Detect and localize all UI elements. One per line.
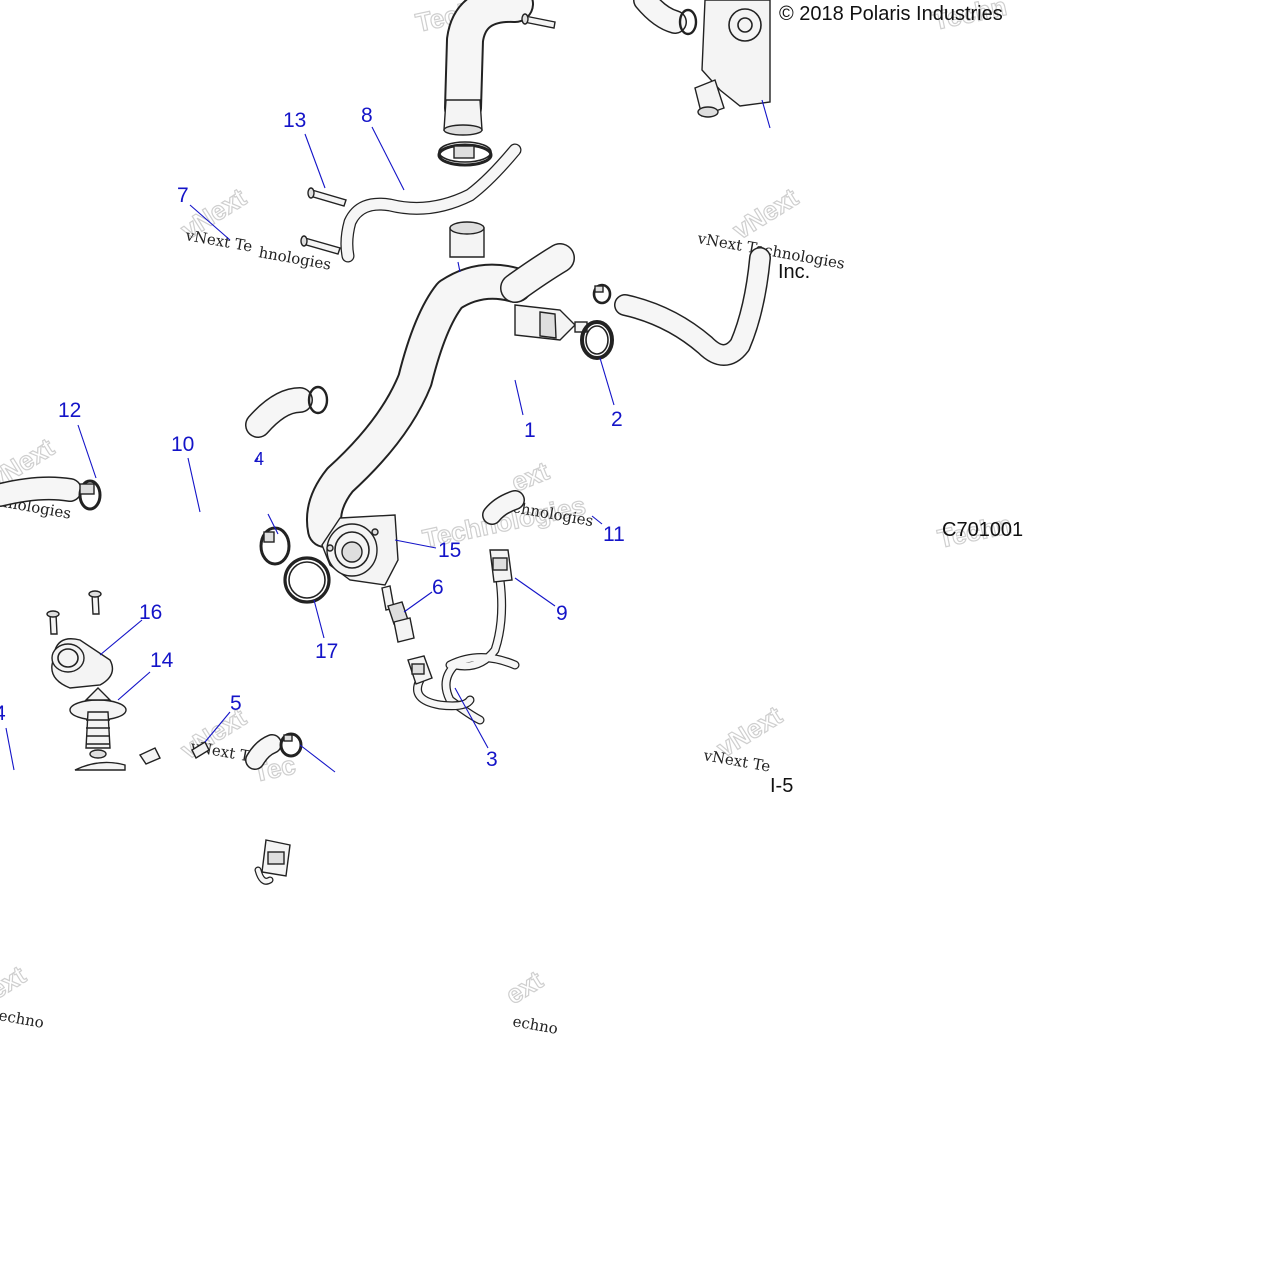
leader-17 <box>313 599 325 639</box>
callout-15: 15 <box>438 539 461 562</box>
callout-12: 12 <box>58 399 81 422</box>
diagram-code: C701001 <box>942 519 1023 541</box>
leader-9 <box>514 577 556 607</box>
watermark-fragment: echno <box>511 1012 559 1038</box>
o-ring-2 <box>580 320 614 360</box>
temperature-sensor-6 <box>381 585 415 643</box>
bolts-16 <box>46 590 102 635</box>
leader-2 <box>599 357 615 406</box>
housing-fragment-bottom <box>74 747 161 771</box>
leader-16 <box>99 619 143 656</box>
leader-5b <box>299 744 336 773</box>
page-marker: I-5 <box>770 775 793 797</box>
callout-3: 3 <box>486 748 498 771</box>
callout-4-partial: 4 <box>254 449 264 469</box>
leader-11 <box>591 515 603 525</box>
thermostat-neck-top <box>449 221 485 258</box>
callout-17: 17 <box>315 640 338 663</box>
leader-5 <box>204 711 231 743</box>
callout-14: 14 <box>150 649 174 672</box>
clamp-12 <box>0 476 102 511</box>
hose-8 <box>340 143 522 263</box>
bolts-13 <box>300 187 347 255</box>
thermostat-14 <box>69 687 127 759</box>
callout-1: 1 <box>524 419 536 442</box>
o-ring-17 <box>283 556 331 604</box>
clamp-small <box>592 283 612 305</box>
hose-clamp-upper <box>437 141 493 167</box>
callout-5: 5 <box>230 692 242 715</box>
callout-11: 11 <box>603 523 625 546</box>
hose-1 <box>306 243 575 548</box>
hose-end-top <box>633 0 698 36</box>
leader-10 <box>187 457 201 513</box>
leader-3 <box>454 687 489 749</box>
leader-12 <box>77 424 97 479</box>
leader-15 <box>394 539 437 549</box>
leader-17b <box>267 513 279 535</box>
leader-14 <box>117 671 151 701</box>
hose-end-mid <box>482 490 525 525</box>
callout-8: 8 <box>361 104 373 127</box>
callout-10: 10 <box>171 433 194 456</box>
watermark-fragment: ext <box>0 960 31 1006</box>
leader-13 <box>304 133 326 189</box>
callout-13: 13 <box>283 109 306 132</box>
bolt-top <box>521 13 556 29</box>
hose-stub <box>245 732 303 770</box>
callout-4: 4 <box>0 702 6 725</box>
callout-6: 6 <box>432 576 444 599</box>
callout-labels: 13 8 7 12 10 1 2 11 15 6 9 16 14 17 5 3 … <box>0 104 625 771</box>
water-pump <box>694 0 771 129</box>
leader-4b <box>255 457 259 463</box>
connector-bottom <box>254 839 291 885</box>
watermark-fragment: vNext Technologies <box>695 229 846 273</box>
leader-1b <box>457 261 461 273</box>
callout-16: 16 <box>139 601 162 624</box>
leader-7 <box>189 204 231 241</box>
copyright-text: © 2018 Polaris Industries <box>779 3 1003 25</box>
thermostat-cover-16 <box>51 638 114 689</box>
callout-2: 2 <box>611 408 623 431</box>
leader-6 <box>403 591 433 613</box>
upper-hose-elbow <box>443 0 534 136</box>
leader-lines <box>5 126 615 773</box>
callout-7: 7 <box>177 184 189 207</box>
leader-4 <box>5 727 15 771</box>
fitting <box>514 304 588 341</box>
thermostat-housing-15 <box>321 514 399 586</box>
diagram-text: © 2018 Polaris Industries Inc. C701001 I… <box>770 3 1023 797</box>
hose-end-left <box>245 385 329 438</box>
watermark-fragment: ext <box>500 965 548 1011</box>
leader-8 <box>371 126 405 191</box>
clamp-left <box>259 526 291 566</box>
wire-harness-3 <box>407 549 520 725</box>
hose-right <box>614 247 771 366</box>
callout-9: 9 <box>556 602 568 625</box>
leader-1 <box>514 379 524 416</box>
watermark-fragment: echno <box>0 1006 45 1032</box>
bleed-screw-5 <box>191 741 210 759</box>
copyright-continued: Inc. <box>778 261 810 283</box>
